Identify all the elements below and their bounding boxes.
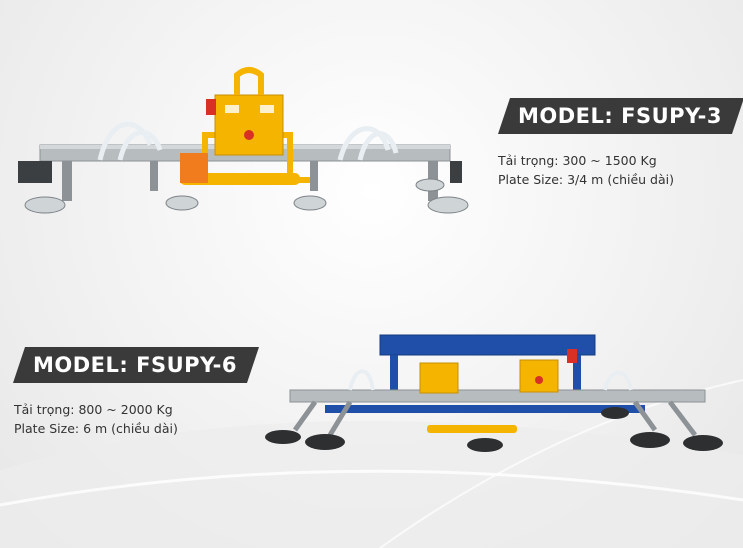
model-badge-fsupy-3: MODEL: FSUPY-3: [498, 98, 743, 134]
product-image-fsupy-6: [265, 334, 723, 452]
plate-size-text: Plate Size: 6 m (chiều dài): [14, 421, 178, 436]
product-image-fsupy-3: [18, 67, 469, 214]
capacity-text: Tải trọng: 800 ~ 2000 Kg: [14, 402, 173, 417]
spec-block-fsupy-3: Tải trọng: 300 ~ 1500 Kg Plate Size: 3/4…: [498, 151, 674, 189]
plate-size-text: Plate Size: 3/4 m (chiều dài): [498, 172, 674, 187]
capacity-text: Tải trọng: 300 ~ 1500 Kg: [498, 153, 657, 168]
model-badge-fsupy-6: MODEL: FSUPY-6: [13, 347, 259, 383]
spec-block-fsupy-6: Tải trọng: 800 ~ 2000 Kg Plate Size: 6 m…: [14, 400, 178, 438]
